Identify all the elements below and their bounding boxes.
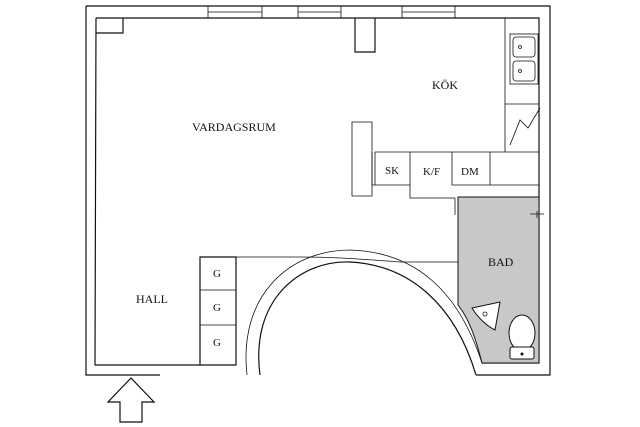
fixture-label-dm: DM <box>461 166 479 178</box>
toilet-icon <box>508 314 536 360</box>
fixture-label-sk: SK <box>385 165 399 177</box>
double-sink-icon <box>509 33 539 85</box>
room-label-kok: KÖK <box>432 78 458 92</box>
sink-bowl-top <box>512 36 536 58</box>
room-label-vardagsrum: VARDAGSRUM <box>192 120 276 134</box>
room-label-hall: HALL <box>136 292 168 306</box>
wardrobe-label: G <box>213 268 221 280</box>
fixture-label-kf: K/F <box>423 166 440 178</box>
wardrobe-label: G <box>213 337 221 349</box>
kitchen-counter <box>351 18 541 199</box>
outer-walls <box>85 5 551 376</box>
hall-area <box>103 249 483 376</box>
sink-bowl-bottom <box>512 60 536 82</box>
room-label-bad: BAD <box>488 255 514 269</box>
stove-icon <box>509 107 541 146</box>
up-arrow-icon <box>106 377 156 423</box>
bathroom <box>454 196 544 364</box>
wardrobe-label: G <box>213 302 221 314</box>
washbasin-icon <box>471 301 501 331</box>
